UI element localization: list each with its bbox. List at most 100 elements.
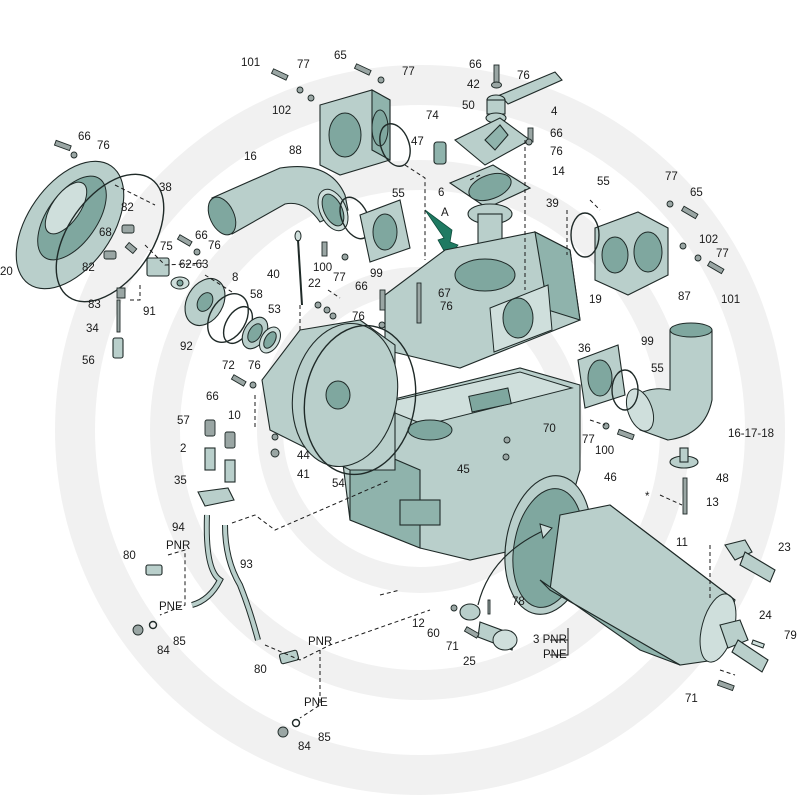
valve-body-87 — [594, 211, 669, 296]
callout-100: 100 — [595, 445, 614, 457]
callout-A: A — [441, 207, 449, 219]
callout-24: 24 — [759, 610, 772, 622]
stud-67 — [416, 282, 422, 324]
callout-65: 65 — [690, 187, 703, 199]
callout-101: 101 — [721, 294, 740, 306]
callout-66: 66 — [195, 230, 208, 242]
cover-gasket — [55, 173, 165, 303]
callout-54: 54 — [332, 478, 345, 490]
callout-45: 45 — [457, 464, 470, 476]
gasket-54 — [303, 324, 417, 476]
callout-12: 12 — [412, 618, 425, 630]
callout-39: 39 — [546, 198, 559, 210]
callout-66: 66 — [550, 128, 563, 140]
assembly-dashed-lines — [114, 140, 736, 719]
callout-100: 100 — [313, 262, 332, 274]
callout-84: 84 — [157, 645, 170, 657]
callout-72: 72 — [222, 360, 235, 372]
callout-67: 67 — [438, 288, 451, 300]
bearing-cover-8 — [184, 278, 226, 326]
callout-58: 58 — [250, 289, 263, 301]
callout-60: 60 — [427, 628, 440, 640]
callout-76: 76 — [550, 146, 563, 158]
callout-102: 102 — [272, 105, 291, 117]
callout-65: 65 — [334, 50, 347, 62]
callout-PNE: PNE — [304, 697, 328, 709]
callout-77: 77 — [665, 171, 678, 183]
callout-76: 76 — [352, 311, 365, 323]
callout-76: 76 — [248, 360, 261, 372]
o-ring-55b — [570, 212, 600, 258]
callout-66: 66 — [355, 281, 368, 293]
callout-20: 20 — [0, 266, 13, 278]
callout-66: 66 — [469, 59, 482, 71]
callout-10: 10 — [228, 410, 241, 422]
elbow-83 — [112, 287, 126, 359]
callout-74: 74 — [426, 110, 439, 122]
callout-11: 11 — [676, 537, 688, 549]
cover-plate-74-14 — [453, 117, 532, 166]
callout-76: 76 — [208, 240, 221, 252]
callout-80: 80 — [254, 664, 267, 676]
plug-84-85 — [132, 620, 301, 738]
callout-40: 40 — [267, 269, 280, 281]
callout-94: 94 — [172, 522, 185, 534]
callout-50: 50 — [462, 100, 475, 112]
callout-55: 55 — [392, 188, 405, 200]
callout-77: 77 — [297, 59, 310, 71]
callout-23: 23 — [778, 542, 791, 554]
callout-38: 38 — [159, 182, 172, 194]
callout-55: 55 — [651, 363, 664, 375]
seal-53 — [259, 326, 281, 354]
o-ring-88 — [379, 123, 411, 167]
end-cover-plate — [15, 160, 125, 290]
callout-85: 85 — [318, 732, 331, 744]
callout-76: 76 — [517, 70, 530, 82]
callout-83: 83 — [88, 299, 101, 311]
bushing-60 — [459, 603, 481, 621]
callout-PNR: PNR — [308, 636, 332, 648]
bolt-66-top — [491, 64, 502, 89]
callout-2: 2 — [180, 443, 186, 455]
callout-66: 66 — [206, 391, 219, 403]
callout-14: 14 — [552, 166, 565, 178]
callout-PNR: PNR — [166, 540, 190, 552]
callout-82: 82 — [82, 262, 95, 274]
callout-16-17-18: 16-17-18 — [728, 428, 774, 440]
bolts-and-washers — [53, 63, 735, 692]
callout-82: 82 — [121, 202, 134, 214]
key-79 — [751, 639, 765, 649]
cap-48 — [669, 447, 699, 469]
callout-19: 19 — [589, 294, 602, 306]
callout-13: 13 — [706, 497, 719, 509]
callout-35: 35 — [174, 475, 187, 487]
callout-91: 91 — [143, 306, 156, 318]
callout-85: 85 — [173, 636, 186, 648]
handle-hub-50 — [485, 94, 507, 124]
elbow-80 — [145, 564, 300, 665]
callout-77: 77 — [582, 434, 595, 446]
callout-53: 53 — [268, 304, 281, 316]
asterisk-note: * — [645, 491, 650, 503]
suction-elbow-16 — [207, 165, 349, 236]
flange-99b — [577, 344, 626, 409]
callout-6: 6 — [438, 187, 444, 199]
o-ring-55c — [611, 369, 639, 411]
shaft-25 — [477, 621, 518, 651]
callout-77: 77 — [402, 66, 415, 78]
callout-56: 56 — [82, 355, 95, 367]
callout-labels: 101 77 102 65 77 88 66 76 42 4 50 74 66 … — [0, 50, 797, 753]
callout-79: 79 — [784, 630, 797, 642]
callout-57: 57 — [177, 415, 190, 427]
callout-68: 68 — [99, 227, 112, 239]
callout-102: 102 — [699, 234, 718, 246]
callout-36: 36 — [578, 343, 591, 355]
callout-76: 76 — [97, 140, 110, 152]
callout-25: 25 — [463, 656, 476, 668]
callout-44: 44 — [297, 450, 310, 462]
oil-lines-93-94 — [191, 514, 261, 641]
callout-PNE: PNE — [159, 601, 183, 613]
callout-99: 99 — [370, 268, 383, 280]
shaft-24 — [719, 619, 769, 673]
assembly-direction-arrow — [477, 523, 553, 606]
